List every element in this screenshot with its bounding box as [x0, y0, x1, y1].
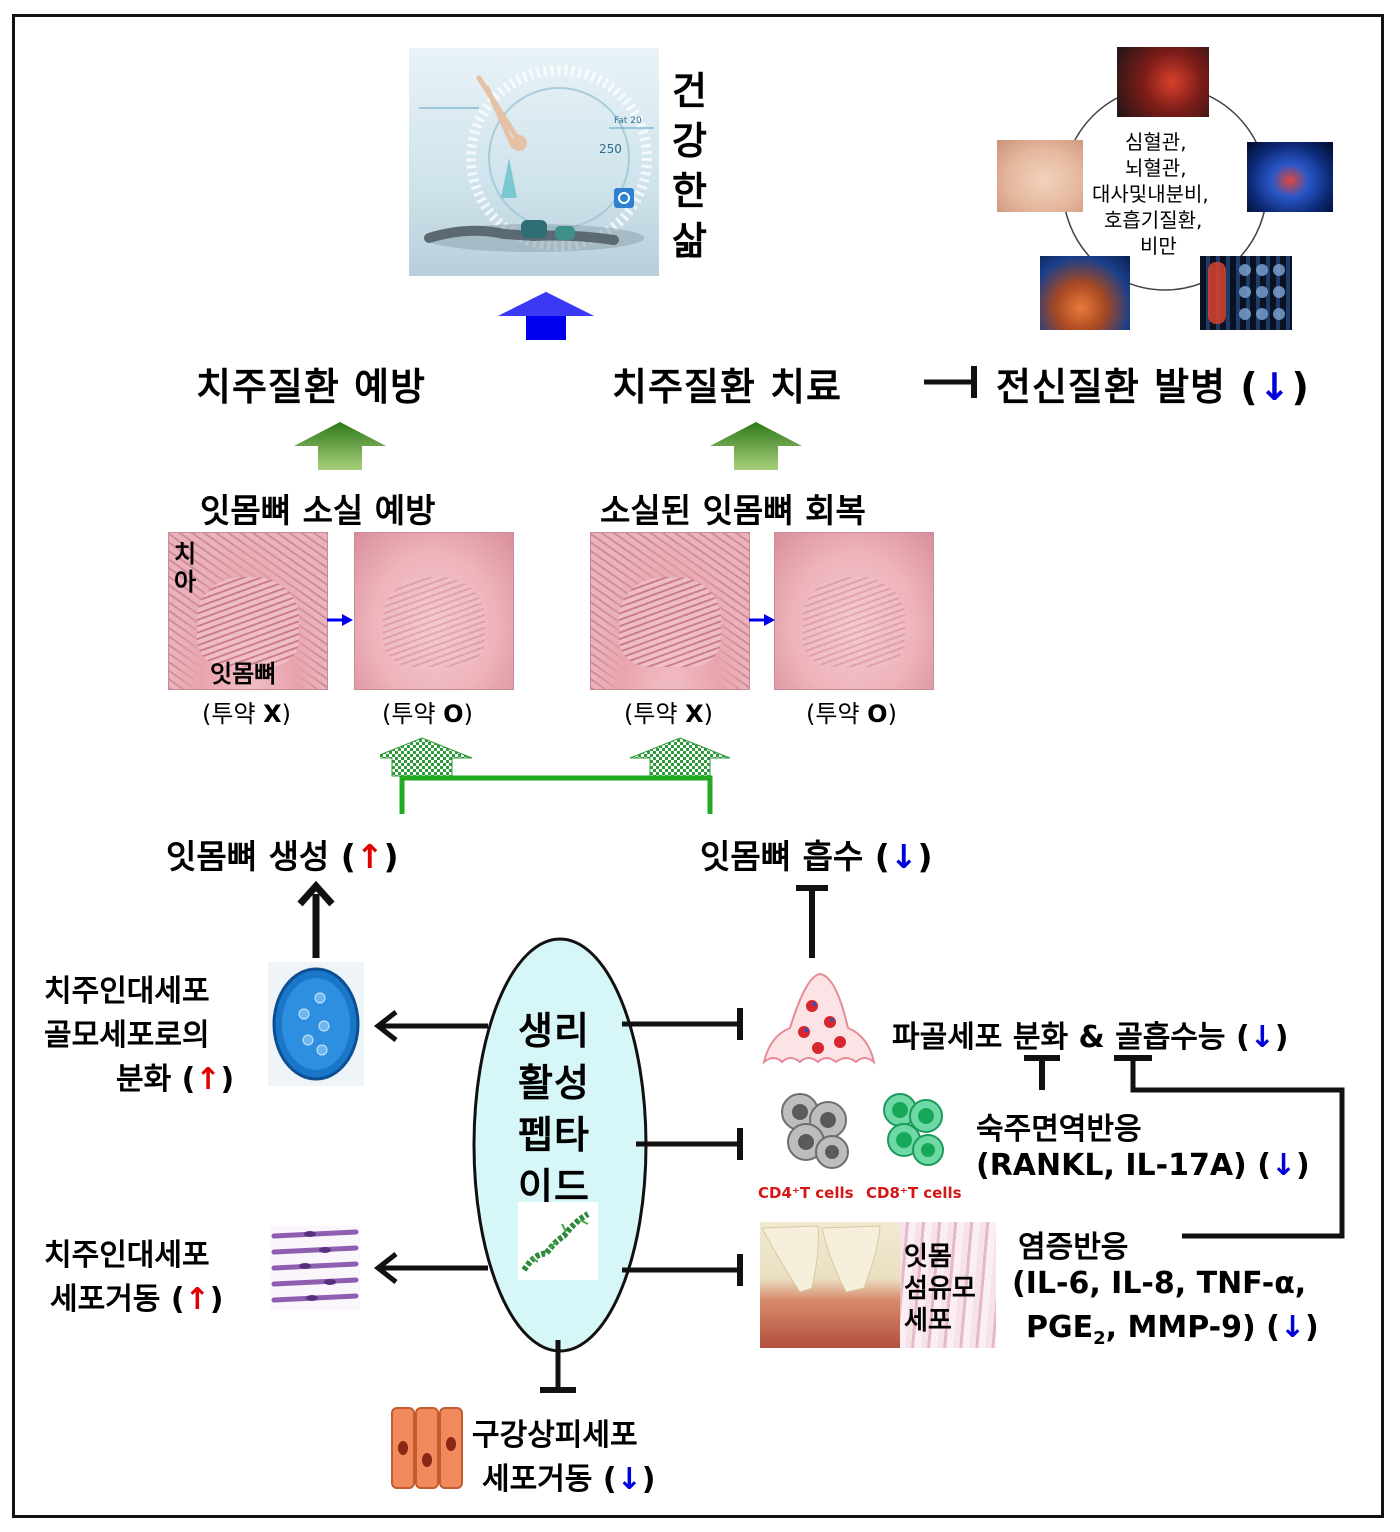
- caption-treated-2: (투약 O): [806, 700, 897, 728]
- bone-resorption: 잇몸뼈 흡수 (↓): [700, 837, 933, 876]
- histology-recovery-treated: [774, 532, 934, 690]
- caption-untreated-2: (투약 X): [624, 700, 714, 728]
- yoga-photo: Fat 20 250: [409, 48, 659, 276]
- migration-line-1: 치주인대세포: [44, 1238, 210, 1273]
- blue-arrow-histo-1: [327, 614, 353, 626]
- migration-line-2: 세포거동 (↑): [50, 1282, 224, 1317]
- gingival-tissue-image: [900, 1222, 996, 1348]
- epithelial-line-2: 세포거동 (↓): [482, 1462, 656, 1497]
- bone-loss-recovery: 소실된 잇몸뼈 회복: [600, 491, 866, 530]
- host-immune-line-1: 숙주면역반응: [976, 1112, 1142, 1147]
- down-arrow-inflammation: ↓: [1279, 1310, 1305, 1345]
- bone-formation: 잇몸뼈 생성 (↑): [166, 837, 399, 876]
- cd4-t-cells-image: [776, 1090, 856, 1174]
- inhibit-from-inflammation: [1114, 1055, 1345, 1239]
- tooth-label-2: 아: [174, 568, 197, 596]
- healthy-life-char-1: 건: [672, 69, 708, 113]
- gingival-label-2: 섬유모: [904, 1274, 976, 1304]
- inflammation-line-3: PGE2, MMP-9) (↓): [1026, 1310, 1319, 1349]
- histology-prevention-treated: [354, 532, 514, 690]
- down-arrow-immune: ↓: [1270, 1148, 1297, 1183]
- tooth-label-1: 치: [174, 540, 197, 568]
- osteo-diff-line-2: 골모세포로의: [44, 1018, 210, 1053]
- inhibit-inflammation: [622, 1254, 743, 1286]
- peptide-label-2: 활성: [518, 1061, 590, 1105]
- diagram-frame: [12, 14, 1384, 1518]
- epithelial-line-1: 구강상피세포: [472, 1418, 638, 1453]
- belly-image: [997, 140, 1083, 212]
- host-immune-line-2: (RANKL, IL-17A) (↓): [976, 1148, 1310, 1183]
- green-connector: [380, 737, 731, 814]
- healthy-life-char-3: 한: [672, 169, 708, 213]
- osteoclast-cell-image: [760, 966, 878, 1068]
- inhibit-immune: [636, 1128, 743, 1160]
- inhibit-epithelial: [540, 1340, 576, 1393]
- blue-up-arrow: [498, 292, 594, 340]
- black-up-arrow-formation: [297, 880, 335, 958]
- heart-image: [1117, 47, 1209, 117]
- disease-label-1: 심혈관,: [1125, 130, 1187, 154]
- healthy-life-char-4: 삶: [672, 219, 708, 263]
- svg-text:Fat 20: Fat 20: [614, 116, 642, 126]
- blue-arrow-histo-2: [749, 614, 775, 626]
- brain-image: [1247, 142, 1333, 212]
- histology-prevention-untreated: [168, 532, 328, 690]
- peptide-label-4: 이드: [518, 1165, 590, 1209]
- osteoblast-cell-image: [268, 962, 364, 1086]
- caption-untreated-1: (투약 X): [202, 700, 292, 728]
- inflammation-line-1: 염증반응: [1018, 1230, 1129, 1265]
- caption-treated-1: (투약 O): [382, 700, 473, 728]
- healthy-life-char-2: 강: [672, 119, 708, 163]
- periodontal-treatment: 치주질환 치료: [612, 365, 842, 409]
- lungs-image: [1040, 256, 1130, 330]
- peptide-label-1: 생리: [518, 1009, 590, 1053]
- histology-recovery-untreated: [590, 532, 750, 690]
- up-arrow-osteo: ↑: [195, 1062, 221, 1097]
- down-arrow-epithelial: ↓: [616, 1462, 642, 1497]
- gingival-label-3: 세포: [904, 1306, 952, 1336]
- down-arrow-systemic: ↓: [1258, 365, 1292, 409]
- green-up-arrow-right: [710, 422, 802, 470]
- gum-photo: [760, 1222, 900, 1348]
- cd8-t-cells-image: [878, 1090, 950, 1174]
- inhibit-osteoclast: [622, 1008, 743, 1040]
- down-arrow-osteoclast: ↓: [1249, 1020, 1275, 1055]
- gum-bone-label: 잇몸뼈: [210, 660, 277, 688]
- up-arrow-migration: ↑: [184, 1282, 210, 1317]
- inhibit-arrow-systemic: [924, 366, 977, 398]
- osteo-diff-line-3: 분화 (↑): [116, 1062, 235, 1097]
- cd4-label: CD4⁺T cells: [758, 1184, 854, 1202]
- inhibit-resorption: [796, 885, 828, 958]
- green-up-arrow-left: [294, 422, 386, 470]
- systemic-disease-onset: 전신질환 발병 (↓): [996, 365, 1310, 409]
- disease-label-2: 뇌혈관,: [1125, 156, 1187, 180]
- svg-text:250: 250: [599, 142, 622, 156]
- peptide-label-3: 펩타: [518, 1113, 590, 1157]
- up-arrow-formation: ↑: [355, 837, 384, 876]
- osteoclast-differentiation: 파골세포 분화 & 골흡수능 (↓): [892, 1020, 1289, 1055]
- epithelial-cells-image: [390, 1404, 464, 1492]
- fibroblast-cells-image: [270, 1226, 360, 1310]
- disease-label-3: 대사및내분비,: [1092, 182, 1209, 206]
- disease-label-4: 호흡기질환,: [1104, 208, 1203, 232]
- peptide-structure-image: [518, 1202, 598, 1280]
- arrow-to-osteoblast: [373, 1010, 488, 1042]
- inflammation-line-2: (IL-6, IL-8, TNF-α,: [1012, 1266, 1307, 1301]
- gingival-label-1: 잇몸: [904, 1242, 952, 1272]
- arrow-to-migration: [373, 1252, 488, 1284]
- scan-image: [1200, 256, 1292, 330]
- disease-label-5: 비만: [1140, 234, 1177, 258]
- bone-loss-prevention: 잇몸뼈 소실 예방: [200, 491, 436, 530]
- cd8-label: CD8⁺T cells: [866, 1184, 962, 1202]
- inhibit-from-immune: [1024, 1055, 1060, 1090]
- down-arrow-resorption: ↓: [889, 837, 918, 876]
- osteo-diff-line-1: 치주인대세포: [44, 974, 210, 1009]
- periodontal-prevention: 치주질환 예방: [196, 365, 426, 409]
